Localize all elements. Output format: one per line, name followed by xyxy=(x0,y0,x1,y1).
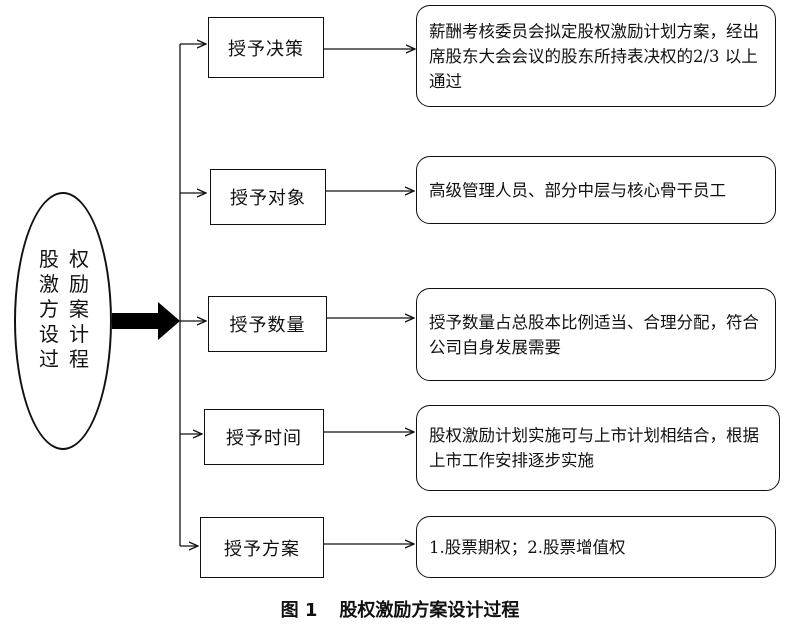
step-description-quantity: 授予数量占总股本比例适当、合理分配，符合公司自身发展需要 xyxy=(416,288,776,381)
figure-number: 图 1 xyxy=(280,600,318,621)
step-description-plan: 1.股票期权；2.股票增值权 xyxy=(416,516,776,578)
process-ellipse xyxy=(14,192,112,450)
step-label-plan: 授予方案 xyxy=(200,517,324,578)
step-description-decision: 薪酬考核委员会拟定股权激励计划方案，经出席股东大会会议的股东所持表决权的2/3 … xyxy=(416,5,776,107)
step-description-target: 高级管理人员、部分中层与核心骨干员工 xyxy=(416,156,776,224)
ellipse-text-right-column: 权励案计程 xyxy=(69,247,89,371)
step-label-timing: 授予时间 xyxy=(204,409,324,465)
figure-caption: 图 1 股权激励方案设计过程 xyxy=(0,596,800,622)
step-description-text: 授予数量占总股本比例适当、合理分配，符合公司自身发展需要 xyxy=(429,312,759,357)
ellipse-text-left-column: 股激方设过 xyxy=(39,247,59,371)
figure-title: 股权激励方案设计过程 xyxy=(339,600,520,621)
main-arrow xyxy=(112,302,180,340)
step-description-text: 薪酬考核委员会拟定股权激励计划方案，经出席股东大会会议的股东所持表决权的2/3 … xyxy=(429,21,759,91)
step-description-text: 股权激励计划实施可与上市计划相结合，根据上市工作安排逐步实施 xyxy=(429,426,759,470)
step-description-text: 高级管理人员、部分中层与核心骨干员工 xyxy=(429,180,726,200)
step-description-text: 1.股票期权；2.股票增值权 xyxy=(429,537,626,557)
step-label-quantity: 授予数量 xyxy=(208,296,327,352)
step-description-timing: 股权激励计划实施可与上市计划相结合，根据上市工作安排逐步实施 xyxy=(416,405,780,491)
step-label-decision: 授予决策 xyxy=(208,17,324,78)
step-label-target: 授予对象 xyxy=(210,169,326,225)
